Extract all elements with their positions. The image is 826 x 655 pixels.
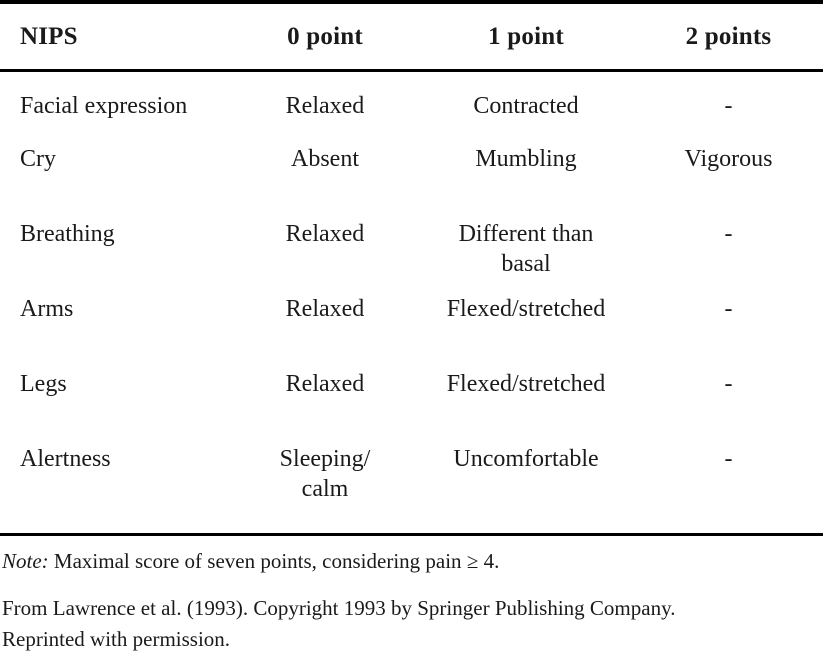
table-row: Alertness Sleeping/ calm Uncomfortable - <box>0 444 823 519</box>
table-row: Arms Relaxed Flexed/stretched - <box>0 294 823 369</box>
table-row: Legs Relaxed Flexed/stretched - <box>0 369 823 444</box>
cell-arms-2: - <box>724 296 733 322</box>
cell-alertness-2: - <box>724 446 733 472</box>
note-label: Note: <box>2 549 49 573</box>
column-header-nips: NIPS <box>20 23 78 50</box>
table-header-row: NIPS 0 point 1 point 2 points <box>0 4 823 69</box>
cell-arms-1: Flexed/stretched <box>446 296 606 322</box>
cell-legs-2: - <box>724 371 733 397</box>
row-label-legs: Legs <box>20 371 67 397</box>
table-row: Breathing Relaxed Different than basal - <box>0 219 823 294</box>
cell-alertness-0-line2: calm <box>301 476 349 502</box>
cell-cry-2: Vigorous <box>684 146 773 172</box>
table-top-rule <box>0 0 823 4</box>
cell-breathing-0: Relaxed <box>285 221 365 247</box>
table-row: Facial expression Relaxed Contracted - <box>0 69 823 144</box>
credit-line: From Lawrence et al. (1993). Copyright 1… <box>2 596 676 651</box>
column-header-2-points: 2 points <box>685 23 772 50</box>
cell-cry-1: Mumbling <box>475 146 577 172</box>
cell-alertness-1: Uncomfortable <box>453 446 599 472</box>
column-header-0-point: 0 point <box>287 23 363 50</box>
cell-facial-expression-2: - <box>724 93 733 119</box>
table-row: Cry Absent Mumbling Vigorous <box>0 144 823 219</box>
cell-breathing-2: - <box>724 221 733 247</box>
cell-alertness-0: Sleeping/ calm <box>232 444 418 519</box>
table-header: NIPS 0 point 1 point 2 points <box>0 4 823 69</box>
cell-facial-expression-1: Contracted <box>473 93 579 119</box>
note-text: Maximal score of seven points, consideri… <box>48 549 500 573</box>
note-line: Note: Maximal score of seven points, con… <box>0 536 823 577</box>
table-bottom-rule <box>0 533 823 536</box>
nips-scale-table: NIPS 0 point 1 point 2 points Facial exp… <box>0 4 823 519</box>
cell-legs-1: Flexed/stretched <box>446 371 606 397</box>
cell-breathing-1-line2: basal <box>501 251 551 277</box>
cell-breathing-1-line1: Different than <box>458 221 594 247</box>
cell-facial-expression-0: Relaxed <box>285 93 365 119</box>
cell-alertness-0-line1: Sleeping/ <box>279 446 371 472</box>
row-label-arms: Arms <box>20 296 74 322</box>
cell-arms-0: Relaxed <box>285 296 365 322</box>
cell-cry-0: Absent <box>291 146 359 172</box>
row-label-breathing: Breathing <box>20 221 115 247</box>
table-notes: Note: Maximal score of seven points, con… <box>0 536 823 655</box>
header-separator-rule <box>0 69 823 72</box>
column-header-1-point: 1 point <box>488 23 564 50</box>
cell-legs-0: Relaxed <box>285 371 365 397</box>
table-body: Facial expression Relaxed Contracted - C… <box>0 69 823 519</box>
row-label-cry: Cry <box>20 146 56 172</box>
cell-breathing-1: Different than basal <box>418 219 634 294</box>
row-label-facial-expression: Facial expression <box>20 93 188 119</box>
row-label-alertness: Alertness <box>20 446 111 472</box>
